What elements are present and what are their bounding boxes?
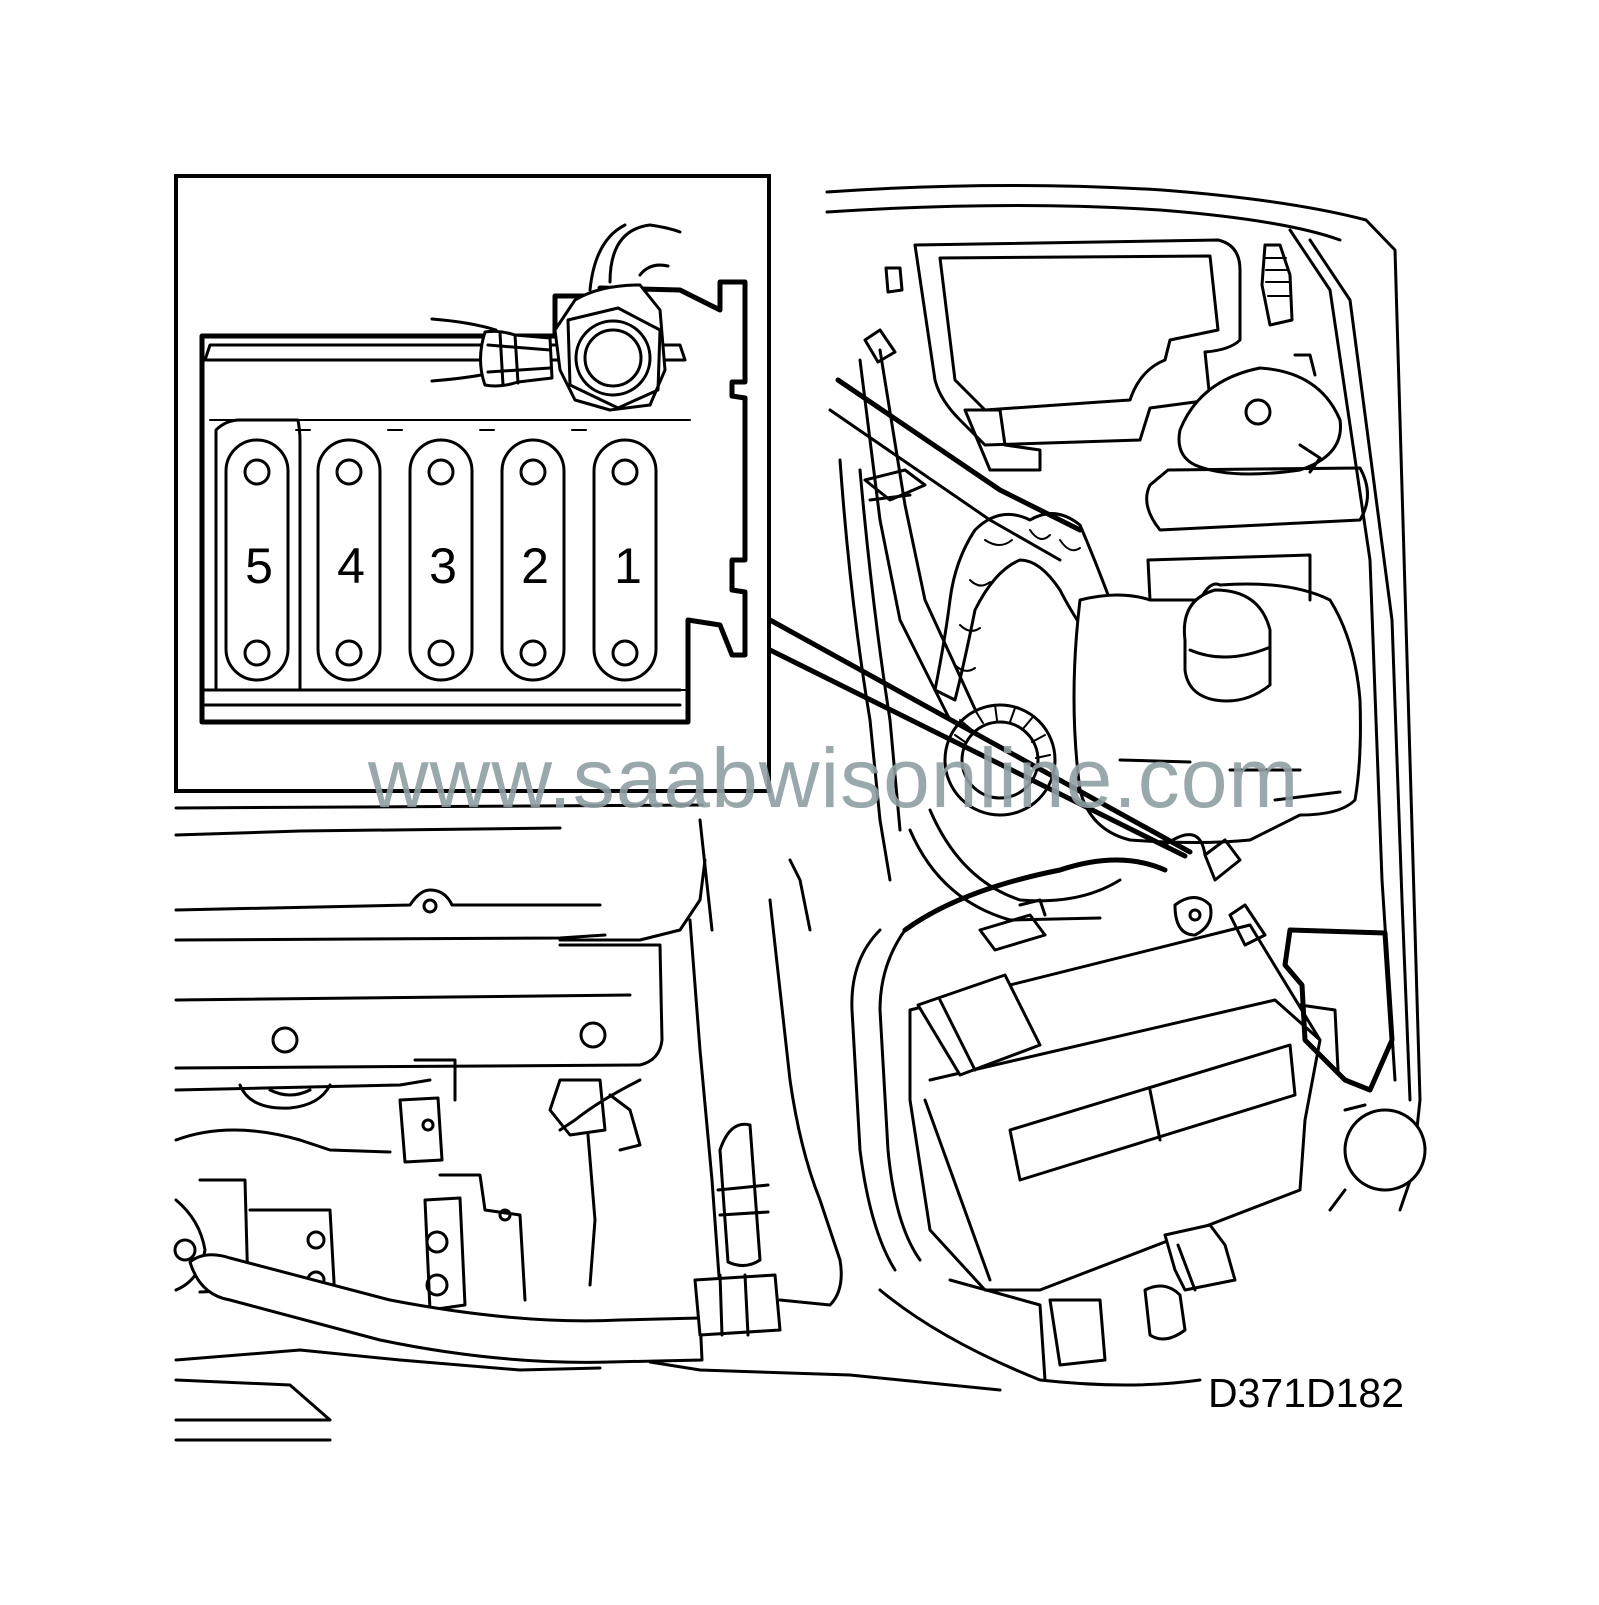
fuse-number-1: 1	[614, 538, 642, 594]
coolant-expansion-tank	[1072, 553, 1362, 844]
fuse-4	[316, 438, 382, 682]
engine-cylinder-head	[173, 803, 1002, 1442]
fuse-2	[500, 438, 566, 682]
fuse-number-3: 3	[429, 538, 457, 594]
fuse-number-4: 4	[337, 538, 365, 594]
drawing-code: D371D182	[1208, 1370, 1405, 1416]
terminal-nut	[479, 283, 667, 412]
strut-top-cap	[1145, 353, 1369, 532]
fuse-3	[408, 438, 474, 682]
fuse-number-5: 5	[245, 538, 273, 594]
main-fuse-box	[1282, 927, 1395, 1093]
watermark: www.saabwisonline.com	[368, 731, 1300, 825]
fuse-5	[224, 438, 290, 682]
fuse-number-2: 2	[521, 538, 549, 594]
relay-box	[913, 238, 1242, 472]
fuse-inset: 5 4 3 2 1	[174, 174, 771, 793]
fuse-1	[592, 438, 658, 682]
engine-bay-scene	[825, 183, 1427, 1387]
battery	[908, 896, 1322, 1292]
